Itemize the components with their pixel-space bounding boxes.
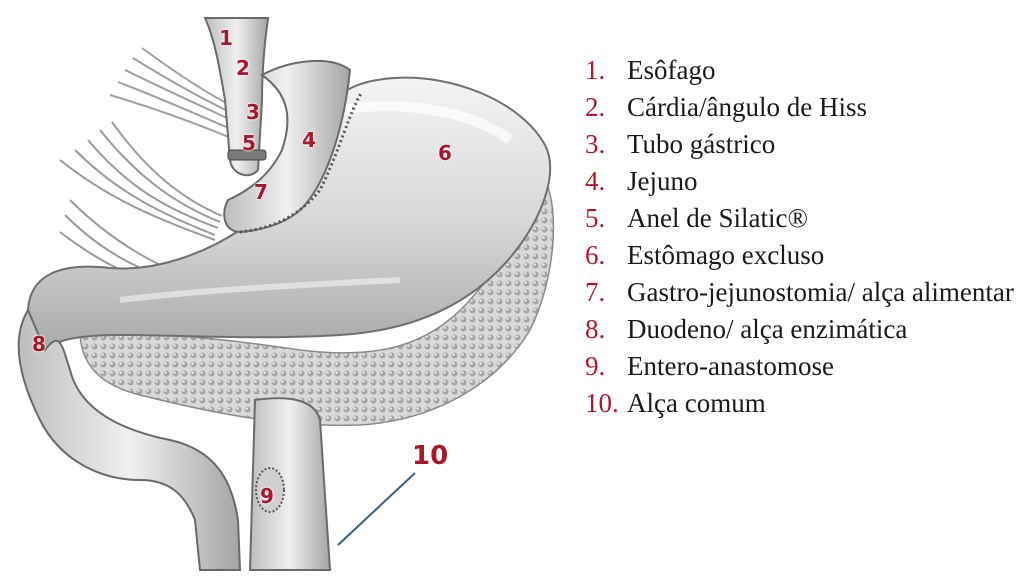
marker-6: 6 — [438, 143, 452, 163]
marker-1: 1 — [219, 28, 233, 48]
marker-5: 5 — [242, 133, 256, 153]
legend-number: 1. — [585, 52, 627, 89]
marker-10: 10 — [412, 443, 448, 469]
legend-item: 3.Tubo gástrico — [585, 126, 1033, 163]
stomach-bypass-illustration — [0, 0, 570, 578]
legend-number: 9. — [585, 348, 627, 385]
marker-2: 2 — [236, 58, 250, 78]
legend-text: Gastro-jejunostomia/ alça alimentar — [627, 274, 1014, 311]
legend-item: 2.Cárdia/ângulo de Hiss — [585, 89, 1033, 126]
legend-text: Tubo gástrico — [627, 126, 775, 163]
legend-list: 1.Esôfago 2.Cárdia/ângulo de Hiss 3.Tubo… — [585, 52, 1033, 422]
legend-text: Estômago excluso — [627, 237, 824, 274]
legend-number: 5. — [585, 200, 627, 237]
legend-text: Alça comum — [627, 385, 766, 422]
legend-number: 3. — [585, 126, 627, 163]
legend-number: 6. — [585, 237, 627, 274]
legend-text: Jejuno — [627, 163, 698, 200]
legend-item: 7.Gastro-jejunostomia/ alça alimentar — [585, 274, 1033, 311]
marker-7: 7 — [254, 182, 268, 202]
legend-number: 7. — [585, 274, 627, 311]
legend-item: 5.Anel de Silatic® — [585, 200, 1033, 237]
legend-item: 1.Esôfago — [585, 52, 1033, 89]
legend-text: Esôfago — [627, 52, 715, 89]
legend-item: 6.Estômago excluso — [585, 237, 1033, 274]
marker-8: 8 — [32, 334, 46, 354]
legend-text: Entero-anastomose — [627, 348, 834, 385]
marker-3: 3 — [246, 102, 260, 122]
legend-text: Cárdia/ângulo de Hiss — [627, 89, 867, 126]
legend-number: 4. — [585, 163, 627, 200]
legend-text: Anel de Silatic® — [627, 200, 808, 237]
legend-item: 9.Entero-anastomose — [585, 348, 1033, 385]
legend-item: 8.Duodeno/ alça enzimática — [585, 311, 1033, 348]
legend-number: 8. — [585, 311, 627, 348]
legend-text: Duodeno/ alça enzimática — [627, 311, 907, 348]
legend-item: 4.Jejuno — [585, 163, 1033, 200]
legend-number: 2. — [585, 89, 627, 126]
marker-9: 9 — [260, 486, 274, 506]
legend-number: 10. — [585, 385, 627, 422]
legend-item: 10.Alça comum — [585, 385, 1033, 422]
marker-4: 4 — [302, 130, 316, 150]
label-10-pointer — [338, 473, 415, 545]
